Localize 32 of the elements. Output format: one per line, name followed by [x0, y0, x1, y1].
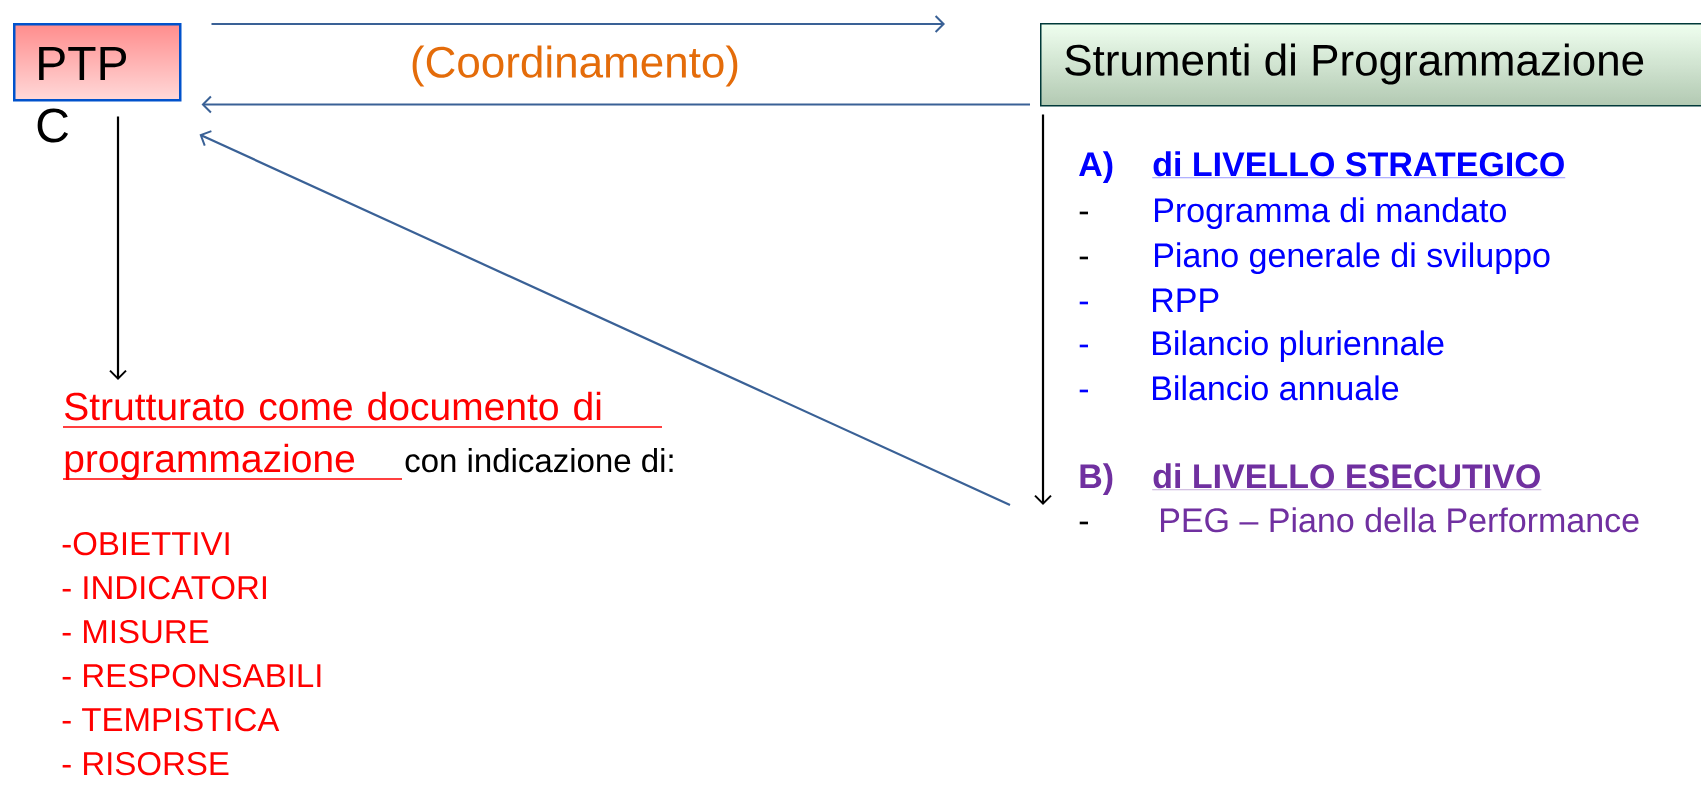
list-dash: - [1079, 521, 1089, 525]
list-dash: - [1079, 256, 1089, 260]
node-label: C [37, 108, 69, 143]
arrow [201, 95, 1030, 114]
list-item: - MISURE [62, 619, 209, 644]
list-item: PEG – Piano della Performance [1161, 507, 1639, 533]
edge-label: (Coordinamento) [407, 43, 743, 89]
section-letter: B) [1080, 463, 1113, 496]
arrow [199, 130, 1011, 506]
section-letter: A) [1079, 151, 1113, 184]
list-dash: - [1079, 389, 1089, 393]
list-item: Programma di mandato [1155, 197, 1506, 230]
list-item: - RISORSE [62, 751, 229, 776]
list-item: Piano generale di sviluppo [1155, 242, 1550, 275]
list-item: RPP [1153, 288, 1219, 312]
arrow [1034, 114, 1052, 505]
list-dash: - [1079, 211, 1089, 215]
list-item: Bilancio annuale [1153, 375, 1399, 401]
intro-text: con indicazione di: [405, 448, 673, 473]
list-item: - RESPONSABILI [62, 663, 321, 688]
section-heading: di LIVELLO ESECUTIVO [1152, 463, 1542, 490]
list-item: - INDICATORI [62, 575, 266, 600]
list-dash: - [1079, 344, 1089, 348]
arrow [211, 15, 945, 33]
title-box: PTP C [13, 23, 182, 143]
section-heading: di LIVELLO STRATEGICO [1152, 151, 1566, 178]
list-dash: - [1079, 301, 1089, 305]
title-box: Strumenti di Programmazione [1040, 23, 1701, 107]
list-item: - TEMPISTICA [62, 707, 280, 732]
arrow [109, 116, 127, 380]
list-item: -OBIETTIVI [62, 531, 229, 556]
list-item: Bilancio pluriennale [1153, 330, 1444, 363]
